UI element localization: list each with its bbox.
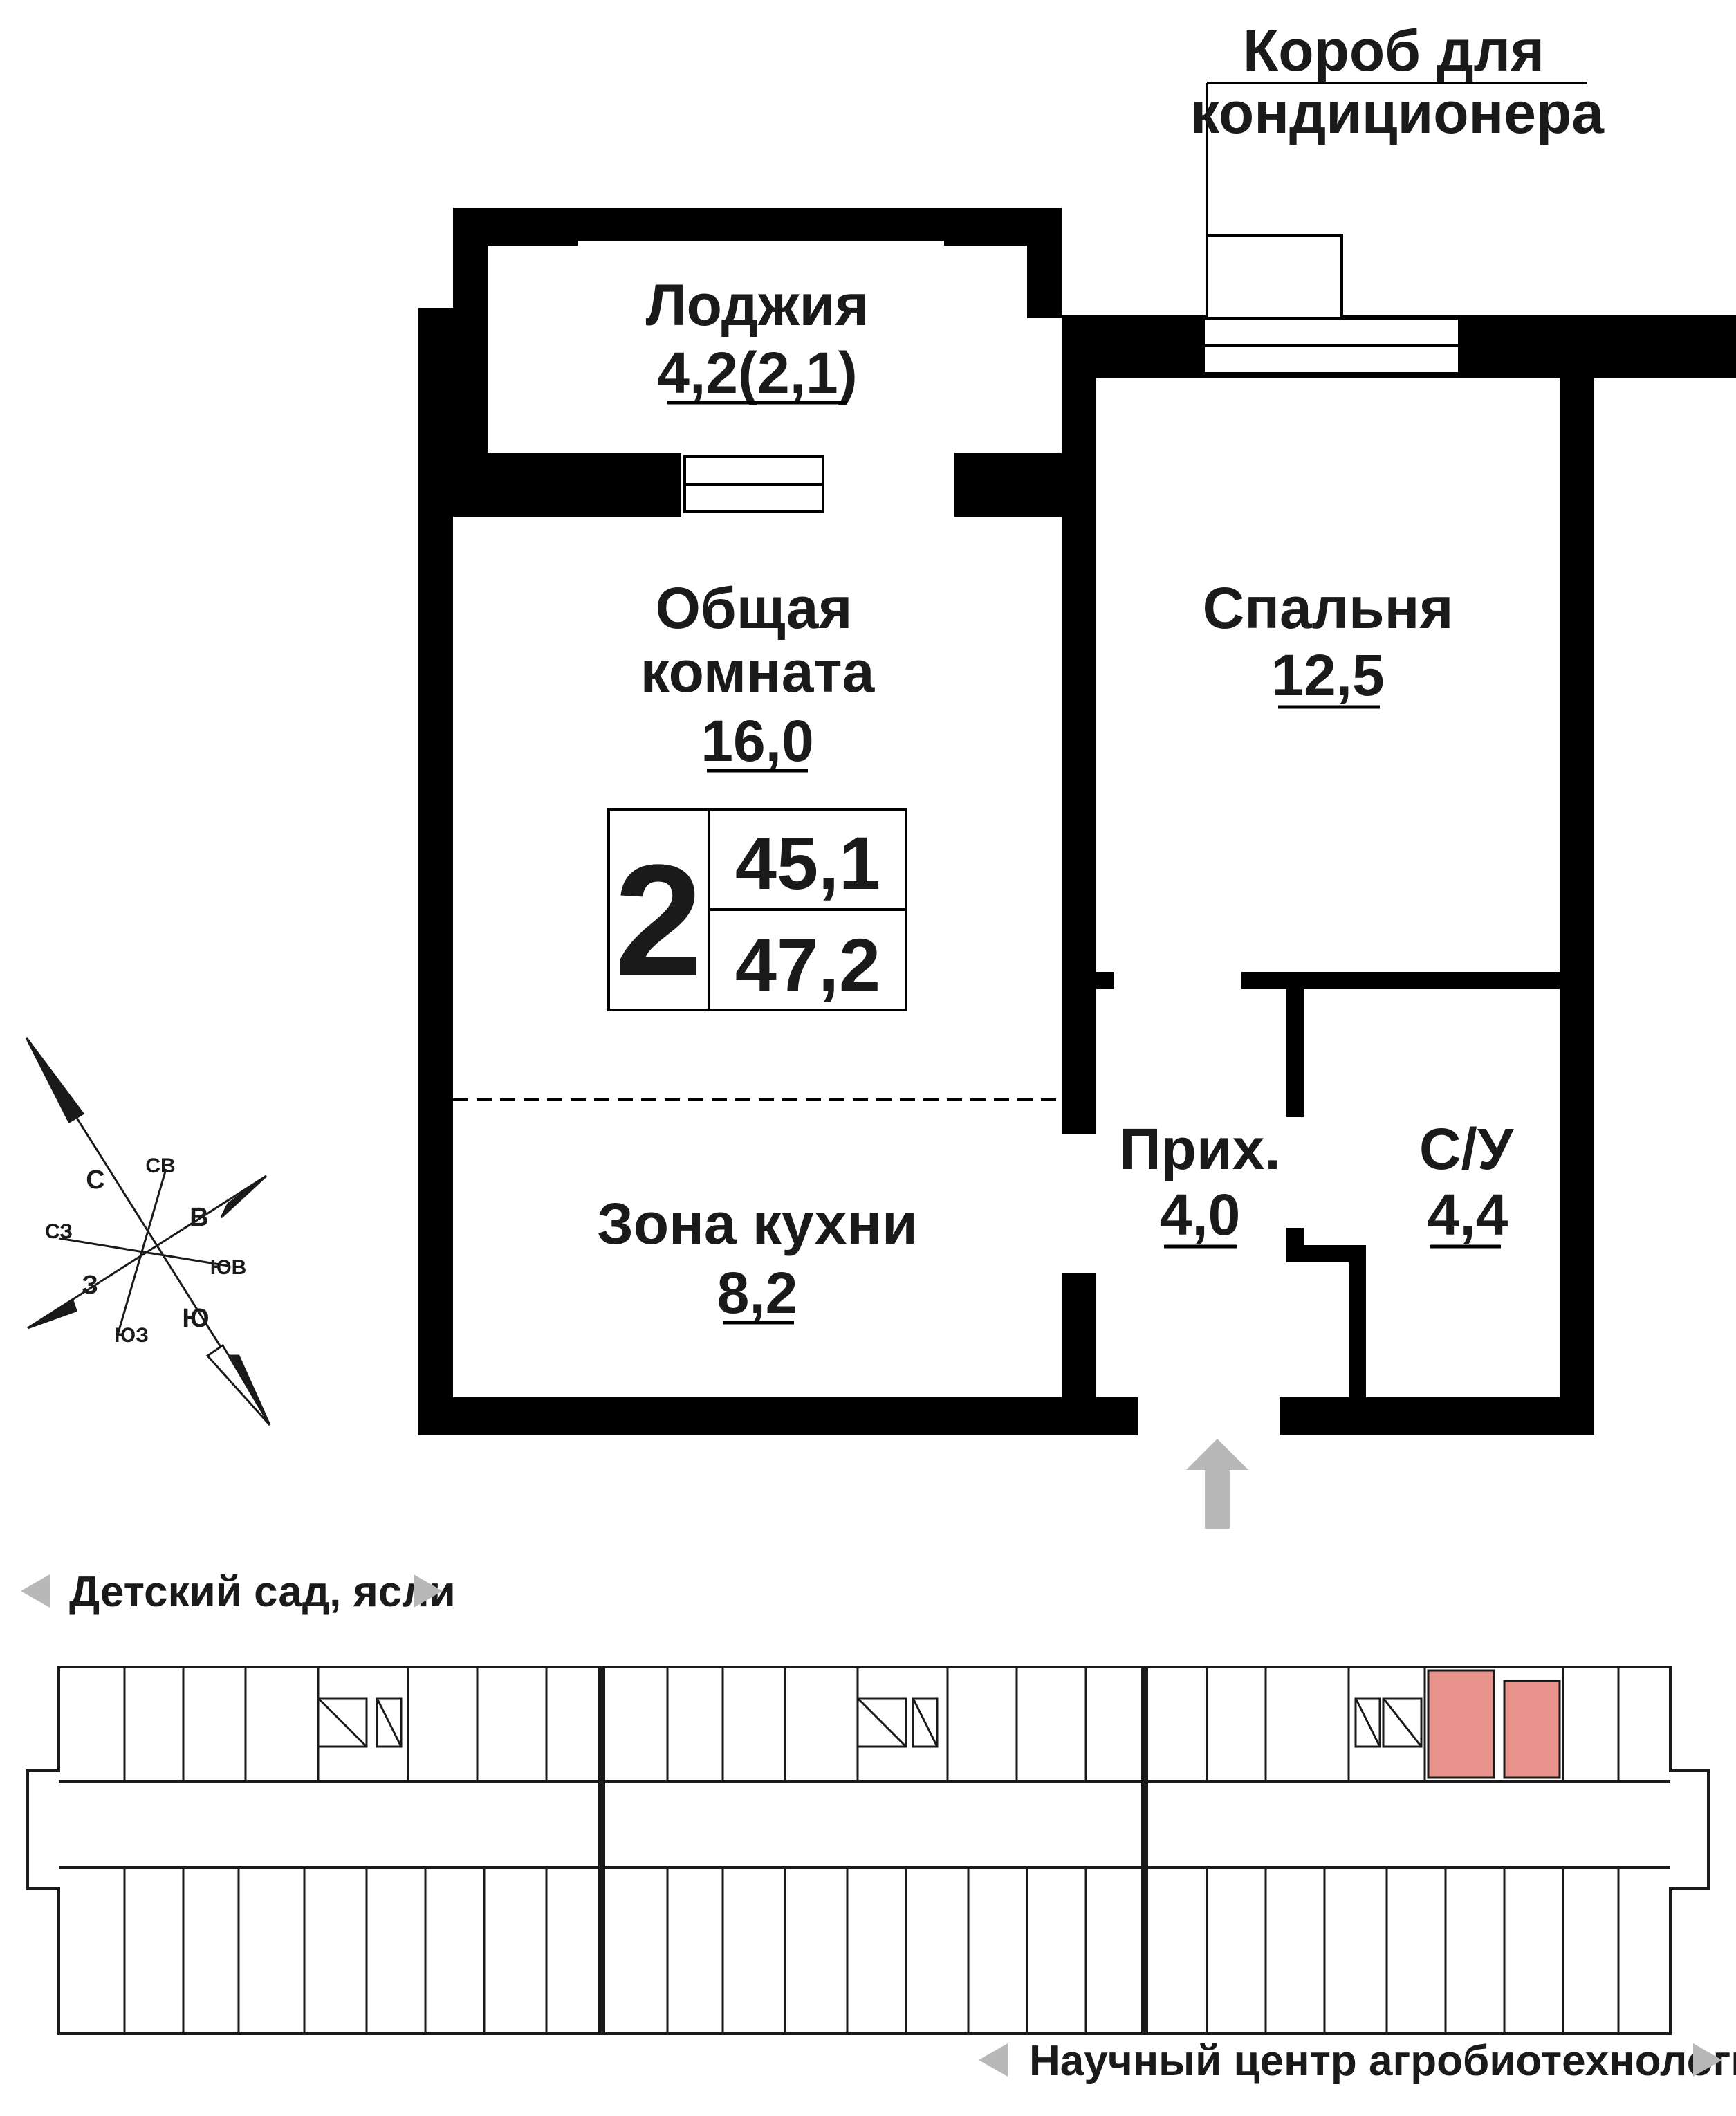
direction-top-label: Детский сад, ясли (69, 1568, 456, 1616)
living-name-line1: Общая (656, 576, 853, 641)
compass-rose-icon (25, 1037, 271, 1426)
bedroom-area: 12,5 (1271, 643, 1385, 708)
entrance-arrow-icon (1186, 1439, 1248, 1529)
badge-total-area: 47,2 (735, 923, 880, 1006)
compass-west: З (82, 1271, 98, 1300)
left-arrow-icon (21, 1574, 50, 1608)
ac-box-label-line2: кондиционера (1190, 80, 1605, 145)
kitchen-name: Зона кухни (597, 1191, 918, 1256)
building-floor-outline (26, 1666, 1710, 2035)
left-arrow-icon (979, 2043, 1008, 2077)
direction-bottom-label: Научный центр агробиотехнологий (1029, 2037, 1736, 2085)
compass-northeast: СВ (145, 1154, 175, 1177)
loggia-name: Лоджия (646, 273, 869, 338)
building-bottom-units (123, 1868, 1620, 2034)
compass-south: Ю (182, 1304, 209, 1333)
bedroom-name: Спальня (1203, 576, 1454, 641)
highlighted-apartment (1427, 1669, 1561, 1779)
right-arrow-icon (414, 1574, 443, 1608)
badge-rooms-count: 2 (614, 831, 703, 1009)
apartment-badge: 2 45,1 47,2 (607, 808, 907, 1011)
compass-north: С (86, 1166, 104, 1195)
hall-name: Прих. (1119, 1116, 1280, 1181)
ac-box-label-line1: Короб для (1243, 18, 1544, 83)
badge-living-area: 45,1 (735, 821, 880, 905)
compass-southwest: ЮЗ (114, 1324, 149, 1347)
bathroom-name: С/У (1419, 1116, 1515, 1181)
right-arrow-icon (1693, 2043, 1722, 2077)
building-top-units (123, 1667, 1620, 1781)
apartment-plan (418, 82, 1736, 1529)
building-cores (317, 1697, 1423, 1748)
bathroom-area: 4,4 (1428, 1182, 1508, 1247)
living-name-line2: комната (640, 639, 876, 704)
living-area: 16,0 (701, 708, 814, 773)
loggia-area: 4,2(2,1) (657, 340, 858, 405)
compass-northwest: СЗ (45, 1220, 73, 1243)
compass-east: В (190, 1203, 208, 1232)
hall-area: 4,0 (1160, 1182, 1241, 1247)
compass-southeast: ЮВ (210, 1256, 247, 1279)
kitchen-area: 8,2 (717, 1260, 798, 1325)
